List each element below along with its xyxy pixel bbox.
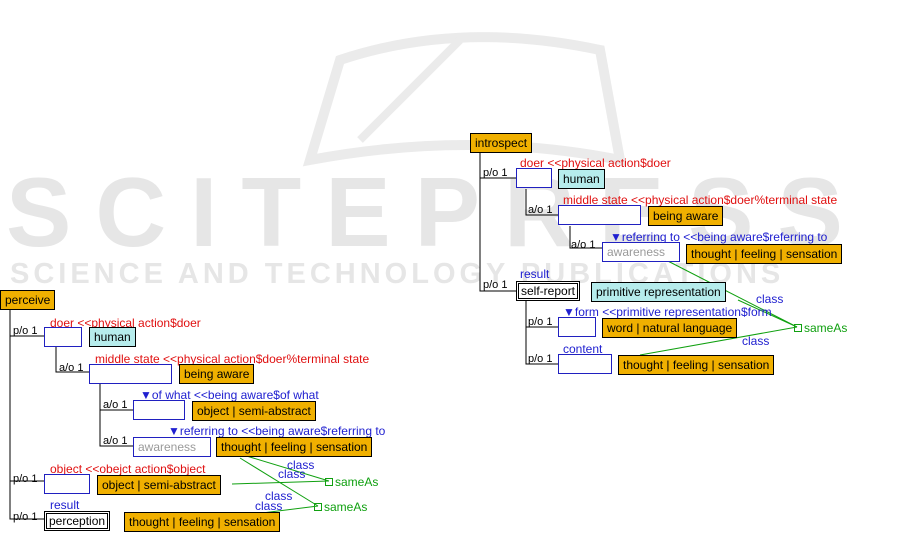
right-form-value[interactable]: word | natural language xyxy=(602,318,738,338)
right-result-slot[interactable]: self-report xyxy=(516,281,581,301)
left-sameas-2: sameAs xyxy=(314,500,367,514)
right-refto-value[interactable]: thought | feeling | sensation xyxy=(686,244,843,264)
right-class-label-1: class xyxy=(756,292,784,306)
left-doer-label: doer <<physical action$doer xyxy=(50,316,201,330)
right-refto-label: ▼referring to <<being aware$referring to xyxy=(610,230,828,244)
right-sameas-text: sameAs xyxy=(804,321,848,335)
left-object-value[interactable]: object | semi-abstract xyxy=(97,475,221,495)
left-middle-ao: a/o 1 xyxy=(59,362,84,374)
left-doer-po: p/o 1 xyxy=(13,325,38,337)
right-middle-slot[interactable] xyxy=(558,205,641,225)
left-object-po: p/o 1 xyxy=(13,473,38,485)
right-middle-value[interactable]: being aware xyxy=(648,206,724,226)
left-result-po: p/o 1 xyxy=(13,511,38,523)
right-result-po: p/o 1 xyxy=(483,279,508,291)
left-ofwhat-label: ▼of what <<being aware$of what xyxy=(140,388,319,402)
sameas-node-icon xyxy=(314,503,322,511)
left-refto-slot[interactable]: awareness xyxy=(133,437,211,457)
right-doer-po: p/o 1 xyxy=(483,167,508,179)
left-class-label-2: class xyxy=(278,467,306,481)
right-refto-ao: a/o 1 xyxy=(571,239,596,251)
left-result-slot[interactable]: perception xyxy=(44,511,111,531)
right-class-label-2: class xyxy=(742,334,770,348)
left-result-value[interactable]: thought | feeling | sensation xyxy=(124,512,281,532)
right-doer-value[interactable]: human xyxy=(558,169,605,189)
right-sameas: sameAs xyxy=(794,321,847,335)
left-ofwhat-ao: a/o 1 xyxy=(103,399,128,411)
left-doer-value[interactable]: human xyxy=(89,327,136,347)
right-form-label: ▼form <<primitive representation$form xyxy=(563,305,772,319)
left-refto-ao: a/o 1 xyxy=(103,435,128,447)
right-form-po: p/o 1 xyxy=(528,316,553,328)
right-form-slot[interactable] xyxy=(558,317,596,337)
left-refto-value[interactable]: thought | feeling | sensation xyxy=(216,437,373,457)
right-doer-slot[interactable] xyxy=(516,168,552,188)
right-result-label: result xyxy=(520,267,550,281)
left-sameas-2-text: sameAs xyxy=(324,500,368,514)
left-class-label-4: class xyxy=(255,499,283,513)
right-middle-label: middle state <<physical action$doer%term… xyxy=(563,193,838,207)
left-class-label-3: class xyxy=(265,489,293,503)
right-content-po: p/o 1 xyxy=(528,353,553,365)
left-doer-slot[interactable] xyxy=(44,327,82,347)
left-object-slot[interactable] xyxy=(44,474,90,494)
sameas-node-icon xyxy=(325,478,333,486)
left-ofwhat-slot[interactable] xyxy=(133,400,185,420)
right-content-slot[interactable] xyxy=(558,354,612,374)
left-middle-slot[interactable] xyxy=(89,364,172,384)
left-object-label: object <<obejct action$object xyxy=(50,462,206,476)
right-result-value[interactable]: primitive representation xyxy=(591,282,726,302)
left-result-label: result xyxy=(50,498,80,512)
left-root-concept[interactable]: perceive xyxy=(0,290,56,310)
right-refto-slot[interactable]: awareness xyxy=(602,242,680,262)
watermark-book-icon xyxy=(302,32,627,167)
left-refto-label: ▼referring to <<being aware$referring to xyxy=(168,424,386,438)
right-doer-label: doer <<physical action$doer xyxy=(520,156,671,170)
right-middle-ao: a/o 1 xyxy=(528,204,553,216)
right-content-value[interactable]: thought | feeling | sensation xyxy=(618,355,775,375)
sameas-node-icon xyxy=(794,324,802,332)
left-ofwhat-value[interactable]: object | semi-abstract xyxy=(192,401,316,421)
left-middle-value[interactable]: being aware xyxy=(179,364,255,384)
left-sameas-1-text: sameAs xyxy=(335,475,379,489)
left-class-label-1: class xyxy=(287,458,315,472)
right-content-label: content xyxy=(563,342,603,356)
left-middle-label: middle state <<physical action$doer%term… xyxy=(95,352,370,366)
left-sameas-1: sameAs xyxy=(325,475,378,489)
right-root-concept[interactable]: introspect xyxy=(470,133,533,153)
